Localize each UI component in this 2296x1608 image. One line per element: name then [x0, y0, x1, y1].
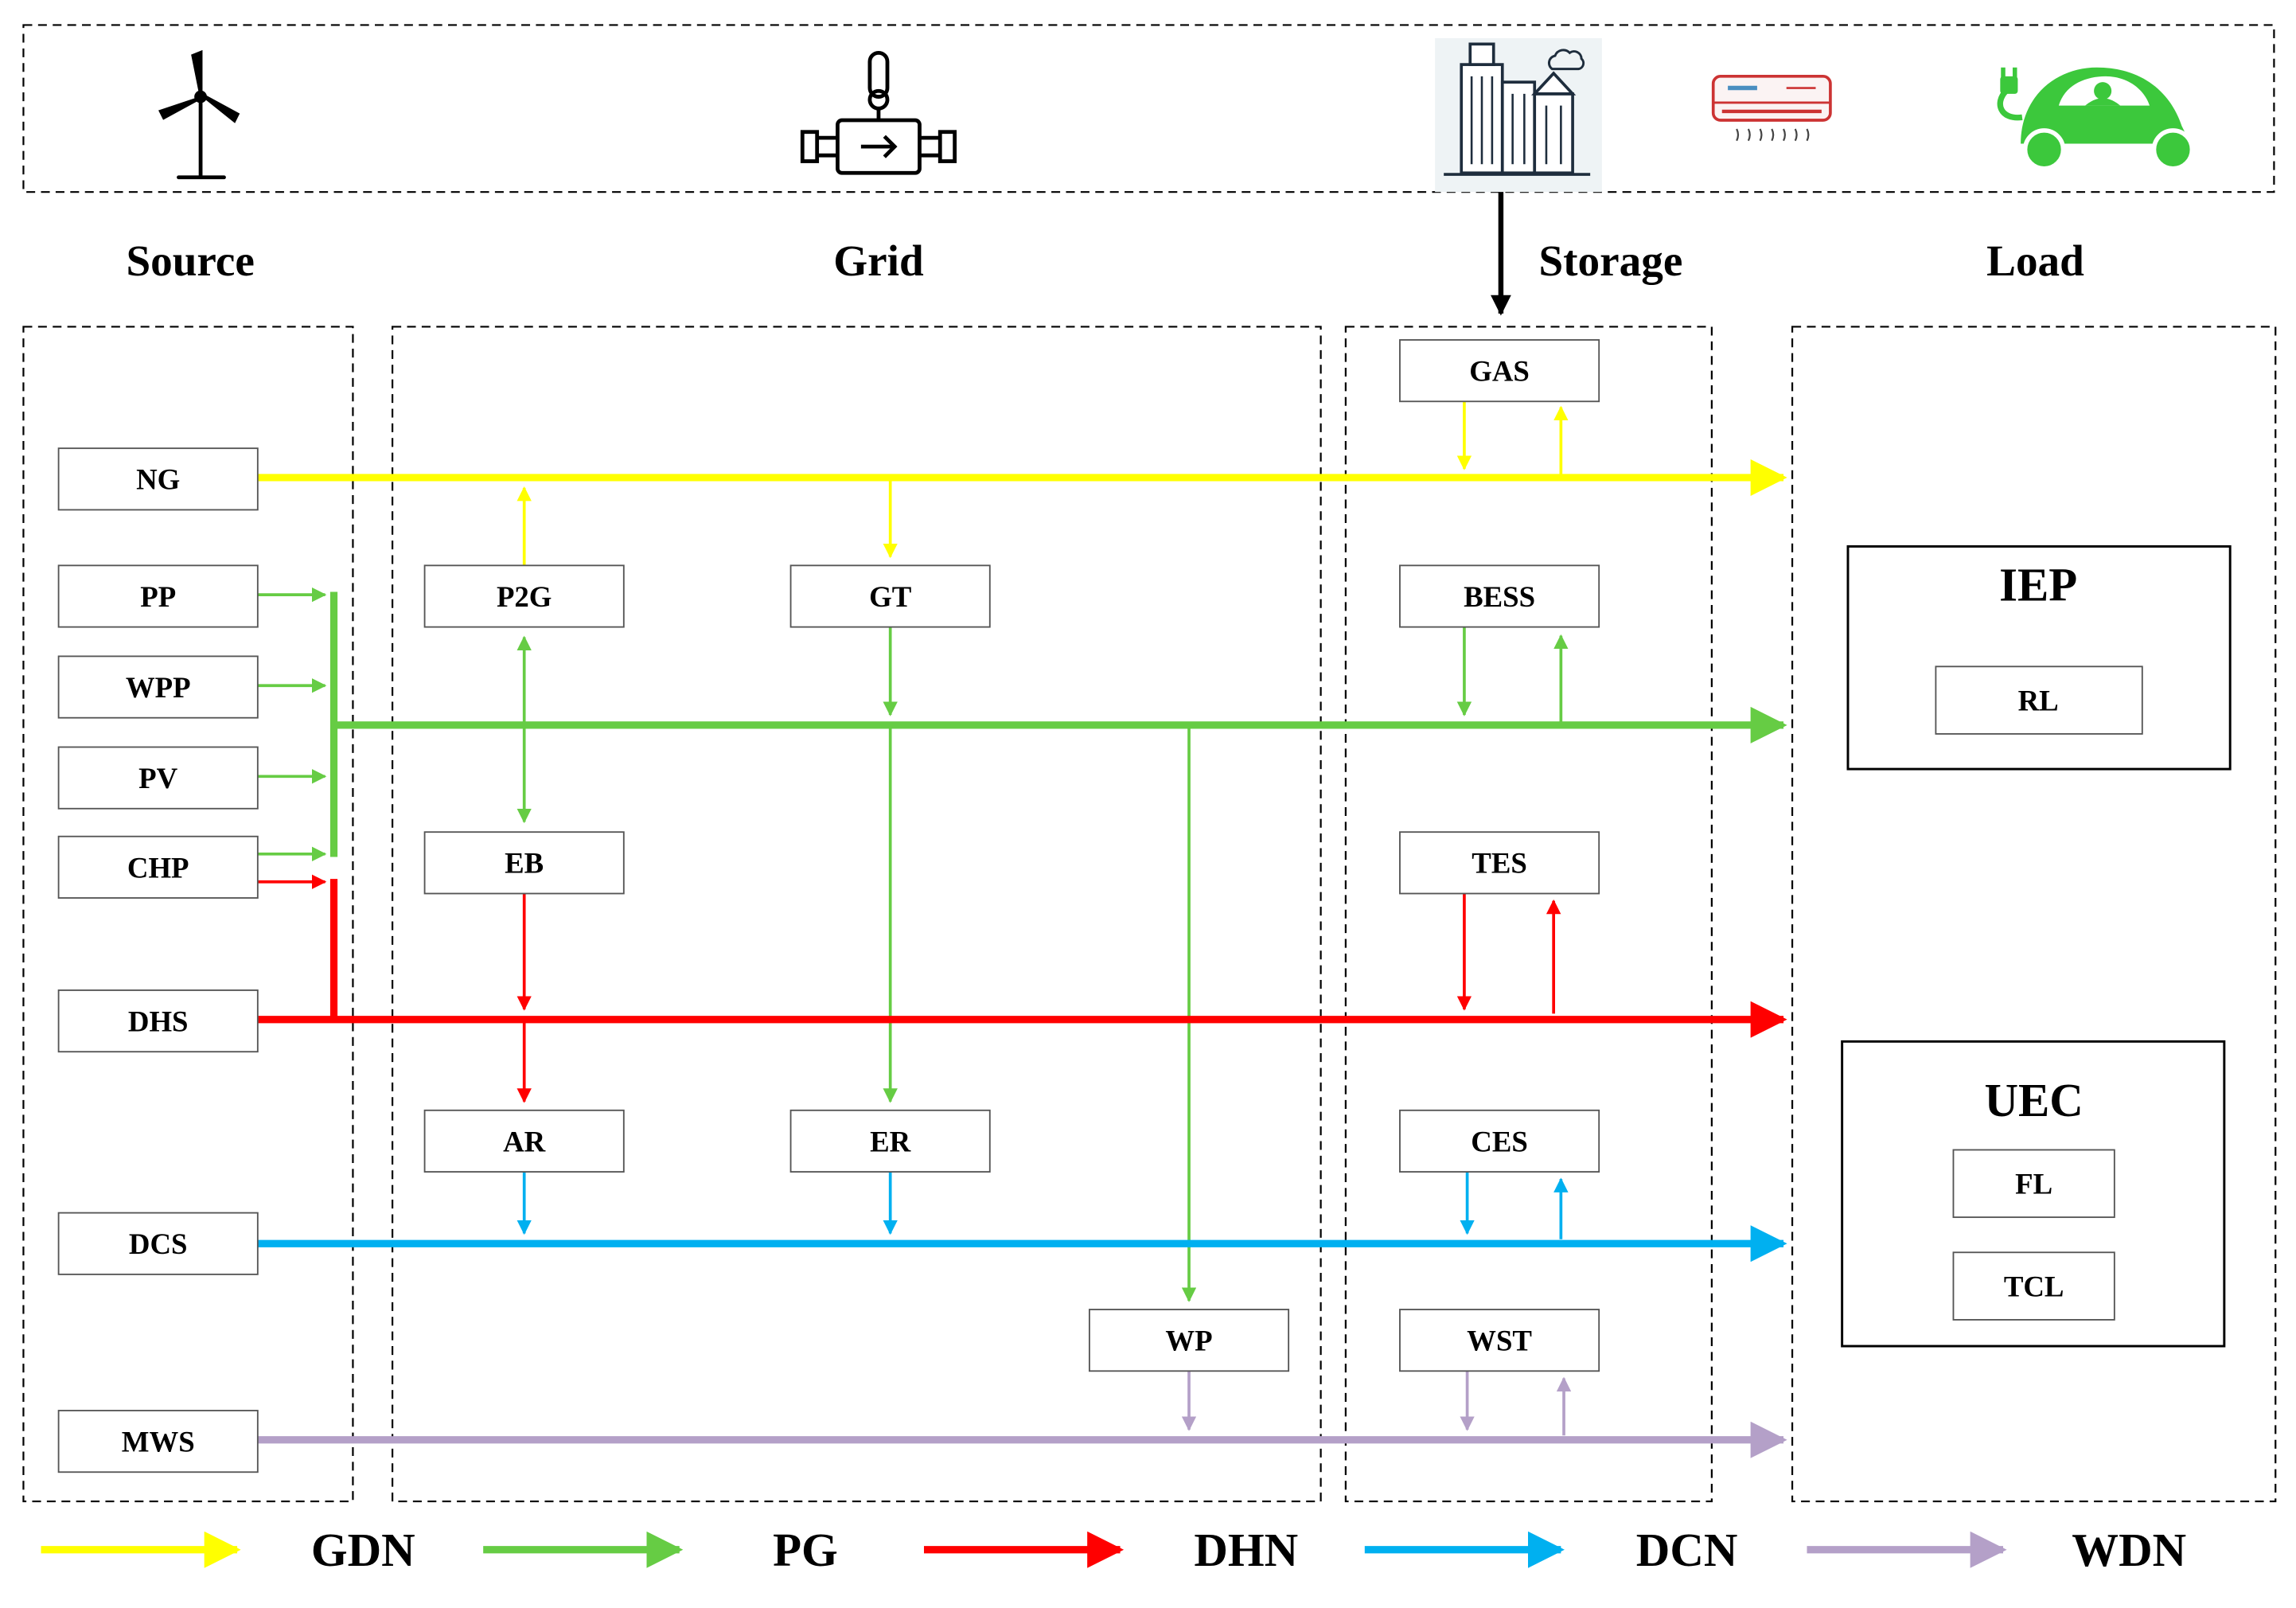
load-item-tcl: TCL [2004, 1270, 2064, 1302]
legend-item-dhn: DHN [923, 1524, 1298, 1576]
electric-vehicle-icon [1997, 67, 2195, 171]
source-node-ng: NG [57, 447, 259, 511]
heat-network [257, 874, 1787, 1103]
legend-item-gdn: GDN [41, 1524, 415, 1576]
grid-node-p2g-label: P2G [497, 580, 552, 613]
source-node-pp-label: PP [140, 580, 176, 613]
grid-node-wp-label: WP [1165, 1325, 1212, 1357]
grid-node-p2g: P2G [423, 564, 625, 628]
section-title-source: Source [126, 236, 254, 285]
grid-node-ar: AR [423, 1109, 625, 1173]
load-group-uec: UEC FL TCL [1841, 1040, 2226, 1348]
source-node-dhs: DHS [57, 989, 259, 1053]
grid-node-er-label: ER [870, 1125, 911, 1157]
legend: GDN PG DHN DCN WDN [41, 1524, 2186, 1576]
storage-node-gas: GAS [1399, 339, 1600, 403]
power-network [257, 587, 1787, 1302]
heat-meter-valve-icon [800, 50, 957, 175]
source-node-wpp-label: WPP [126, 671, 191, 704]
source-node-wpp: WPP [57, 655, 259, 719]
gas-network [257, 401, 1787, 566]
source-node-dhs-label: DHS [128, 1005, 189, 1037]
storage-node-tes: TES [1399, 831, 1600, 895]
source-node-chp: CHP [57, 835, 259, 899]
section-title-storage: Storage [1538, 236, 1682, 285]
grid-node-eb-label: EB [505, 847, 544, 880]
storage-node-bess: BESS [1399, 564, 1600, 628]
source-frame [22, 326, 354, 1503]
storage-node-ces: CES [1399, 1109, 1600, 1173]
grid-frame [391, 326, 1322, 1503]
legend-label-dhn: DHN [1194, 1524, 1298, 1576]
air-conditioner-icon [1711, 74, 1832, 142]
grid-node-gt-label: GT [869, 580, 911, 613]
source-node-dcs: DCS [57, 1212, 259, 1275]
storage-frame [1344, 326, 1713, 1503]
legend-label-gdn: GDN [311, 1524, 415, 1576]
section-title-grid: Grid [833, 236, 924, 285]
source-node-ng-label: NG [136, 463, 180, 496]
source-node-pv: PV [57, 746, 259, 810]
load-group-uec-title: UEC [1985, 1075, 2084, 1126]
source-node-mws-label: MWS [122, 1426, 195, 1458]
grid-node-er: ER [789, 1109, 991, 1173]
source-node-pv-label: PV [138, 762, 177, 794]
city-buildings-icon [1435, 37, 1602, 193]
load-frame [1791, 326, 2277, 1503]
load-item-fl: FL [2015, 1168, 2052, 1200]
cooling-network [257, 1172, 1787, 1263]
legend-item-dcn: DCN [1364, 1524, 1738, 1576]
source-node-chp-label: CHP [127, 851, 189, 884]
legend-label-pg: PG [773, 1524, 838, 1576]
section-title-load: Load [1986, 236, 2084, 285]
legend-item-pg: PG [483, 1524, 838, 1576]
source-node-pp: PP [57, 564, 259, 628]
load-group-iep: IEP RL [1846, 544, 2232, 771]
grid-node-ar-label: AR [503, 1125, 546, 1157]
storage-node-gas-label: GAS [1469, 355, 1530, 388]
load-item-rl: RL [2018, 685, 2059, 717]
storage-node-bess-label: BESS [1464, 580, 1535, 613]
grid-node-wp: WP [1088, 1309, 1290, 1372]
storage-node-wst-label: WST [1467, 1325, 1532, 1357]
storage-node-tes-label: TES [1472, 847, 1527, 880]
legend-label-dcn: DCN [1636, 1524, 1738, 1576]
icon-strip-frame [22, 24, 2275, 193]
wind-turbine-icon [158, 49, 240, 180]
legend-item-wdn: WDN [1807, 1524, 2186, 1576]
legend-label-wdn: WDN [2072, 1524, 2186, 1576]
storage-node-ces-label: CES [1471, 1125, 1528, 1157]
grid-node-gt: GT [789, 564, 991, 628]
load-group-iep-title: IEP [1999, 560, 2077, 611]
water-network [257, 1371, 1787, 1458]
source-node-dcs-label: DCS [129, 1227, 188, 1260]
grid-node-eb: EB [423, 831, 625, 895]
storage-node-wst: WST [1399, 1309, 1600, 1372]
source-node-mws: MWS [57, 1410, 259, 1473]
